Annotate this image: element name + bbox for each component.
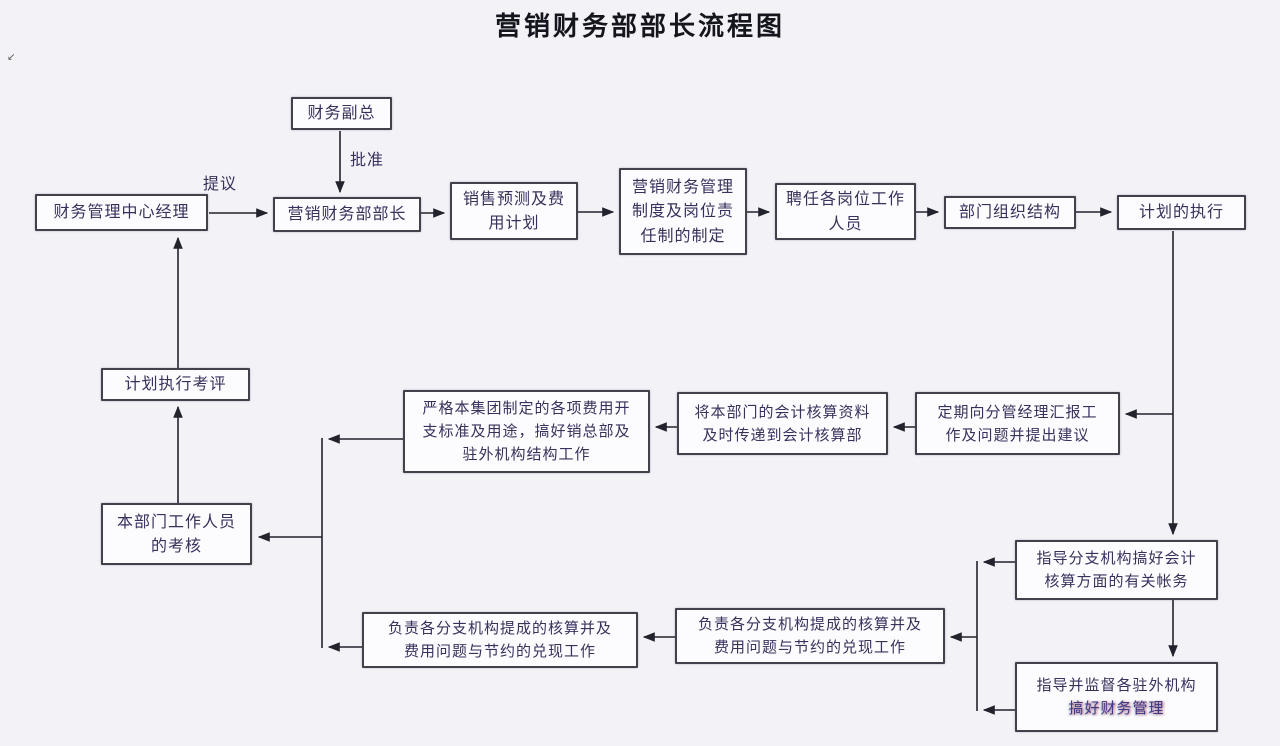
- flow-node-sales-forecast: 销售预测及费用计划: [450, 182, 578, 240]
- flow-node-commission-right-label: 负责各分支机构提成的核算并及费用问题与节约的兑现工作: [677, 612, 943, 660]
- flow-node-finance-vp: 财务副总: [291, 97, 392, 130]
- flow-node-hire-staff-text: 聘任各岗位工作: [785, 189, 905, 209]
- flow-node-finance-vp-label: 财务副总: [293, 100, 390, 126]
- flow-node-sales-forecast-label: 销售预测及费用计划: [452, 186, 576, 237]
- flow-node-supervise-overseas-text: 指导并监督各驻外机构: [1036, 676, 1197, 695]
- flow-node-center-manager: 财务管理中心经理: [35, 194, 208, 231]
- flow-node-expense-standards-text: 严格本集团制定的各项费用开: [422, 399, 631, 418]
- flow-node-commission-left-text: 负责各分支机构提成的核算并及: [387, 619, 612, 638]
- flow-node-regular-report-text: 定期向分管经理汇报工: [937, 402, 1098, 421]
- flow-node-guide-accounting-text: 指导分支机构搞好会计: [1036, 549, 1197, 568]
- flow-node-system-formulation-text: 任制的制定: [640, 225, 726, 245]
- flow-node-supervise-overseas-label: 指导并监督各驻外机构搞好财务管理: [1017, 673, 1216, 721]
- flow-node-transfer-data-text: 及时传递到会计核算部: [702, 425, 863, 444]
- flow-node-staff-appraisal: 本部门工作人员的考核: [101, 503, 252, 565]
- flow-node-hire-staff-label: 聘任各岗位工作人员: [777, 186, 914, 237]
- flow-node-transfer-data-text: 将本部门的会计核算资料: [694, 402, 871, 421]
- flow-node-commission-right: 负责各分支机构提成的核算并及费用问题与节约的兑现工作: [675, 608, 945, 664]
- flow-node-plan-execution-text: 计划的执行: [1138, 202, 1224, 222]
- flow-node-commission-left: 负责各分支机构提成的核算并及费用问题与节约的兑现工作: [362, 612, 638, 668]
- flow-node-supervise-overseas: 指导并监督各驻外机构搞好财务管理: [1015, 662, 1218, 732]
- flow-node-commission-left-label: 负责各分支机构提成的核算并及费用问题与节约的兑现工作: [364, 616, 636, 664]
- flow-node-dept-director-label: 营销财务部部长: [275, 201, 419, 227]
- flow-node-transfer-data-label: 将本部门的会计核算资料及时传递到会计核算部: [679, 400, 886, 448]
- flow-node-hire-staff-text: 人员: [828, 213, 863, 233]
- flow-node-regular-report-label: 定期向分管经理汇报工作及问题并提出建议: [917, 400, 1118, 448]
- flow-node-guide-accounting-text: 核算方面的有关帐务: [1044, 572, 1189, 590]
- flow-node-plan-execution-label: 计划的执行: [1119, 199, 1244, 225]
- flow-node-sales-forecast-text: 销售预测及费: [462, 188, 565, 208]
- flow-node-finance-vp-text: 财务副总: [307, 103, 376, 123]
- flow-node-org-structure-text: 部门组织结构: [958, 202, 1061, 222]
- flow-node-commission-left-text: 费用问题与节约的兑现工作: [403, 642, 596, 660]
- flow-node-system-formulation-label: 营销财务管理制度及岗位责任制的制定: [621, 174, 745, 249]
- flow-node-plan-execution: 计划的执行: [1117, 195, 1246, 230]
- edge-label-approve: 批准: [350, 150, 385, 169]
- flow-node-dept-director-text: 营销财务部部长: [287, 204, 407, 224]
- flow-node-commission-right-text: 费用问题与节约的兑现工作: [713, 638, 906, 656]
- stray-return-mark: ↙: [7, 52, 16, 63]
- flow-node-commission-right-text: 负责各分支机构提成的核算并及: [697, 615, 922, 634]
- flow-node-plan-assessment: 计划执行考评: [101, 368, 250, 401]
- flow-node-system-formulation: 营销财务管理制度及岗位责任制的制定: [619, 168, 747, 255]
- flow-node-plan-assessment-label: 计划执行考评: [103, 371, 248, 397]
- flow-node-center-manager-text: 财务管理中心经理: [53, 202, 190, 222]
- flow-node-org-structure: 部门组织结构: [944, 196, 1076, 229]
- flow-node-expense-standards-text: 支标准及用途，搞好销总部及: [422, 422, 631, 441]
- flow-node-regular-report: 定期向分管经理汇报工作及问题并提出建议: [915, 392, 1120, 455]
- flow-node-sales-forecast-text: 用计划: [488, 213, 540, 232]
- flow-node-guide-accounting: 指导分支机构搞好会计核算方面的有关帐务: [1015, 540, 1218, 600]
- flow-node-org-structure-label: 部门组织结构: [946, 199, 1074, 225]
- flow-node-guide-accounting-label: 指导分支机构搞好会计核算方面的有关帐务: [1017, 546, 1216, 594]
- flow-node-supervise-overseas-text: 搞好财务管理: [1068, 699, 1165, 717]
- edge-label-propose: 提议: [203, 174, 238, 193]
- flow-node-plan-assessment-text: 计划执行考评: [124, 374, 227, 394]
- flow-node-regular-report-text: 作及问题并提出建议: [945, 425, 1090, 444]
- flow-node-transfer-data: 将本部门的会计核算资料及时传递到会计核算部: [677, 392, 888, 455]
- flow-node-expense-standards-text: 驻外机构结构工作: [462, 444, 591, 463]
- flow-node-expense-standards-label: 严格本集团制定的各项费用开支标准及用途，搞好销总部及驻外机构结构工作: [405, 396, 648, 466]
- flow-node-expense-standards: 严格本集团制定的各项费用开支标准及用途，搞好销总部及驻外机构结构工作: [403, 390, 650, 473]
- flow-node-center-manager-label: 财务管理中心经理: [37, 199, 206, 225]
- flow-node-staff-appraisal-text: 的考核: [150, 536, 202, 555]
- flow-node-system-formulation-text: 制度及岗位责: [631, 201, 734, 221]
- flow-node-hire-staff: 聘任各岗位工作人员: [775, 183, 916, 240]
- flow-node-staff-appraisal-text: 本部门工作人员: [116, 511, 236, 531]
- flow-node-system-formulation-text: 营销财务管理: [631, 177, 734, 197]
- flow-node-staff-appraisal-label: 本部门工作人员的考核: [103, 509, 250, 560]
- page-title: 营销财务部部长流程图: [494, 12, 785, 42]
- flow-node-dept-director: 营销财务部部长: [273, 197, 421, 232]
